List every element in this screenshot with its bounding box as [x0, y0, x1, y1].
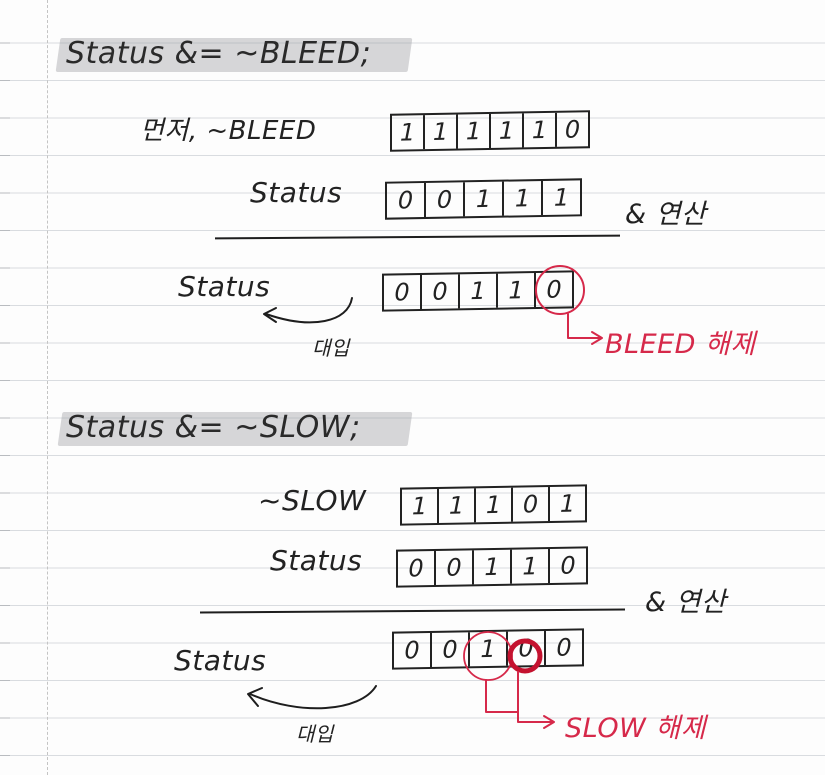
bit-cell: 0 — [546, 275, 562, 304]
bit-cell: 1 — [465, 181, 504, 217]
assign-label-2: 대입 — [296, 722, 334, 746]
bit-cell: 1 — [402, 488, 439, 524]
assign-arrow-2 — [249, 685, 377, 710]
bit-cell: 1 — [439, 488, 476, 523]
bit-cell: 1 — [524, 112, 557, 148]
red-arrow-slow-a — [485, 679, 519, 713]
assign-arrowhead-2 — [247, 687, 263, 707]
bit-cell: 1 — [458, 113, 491, 149]
red-arrowhead-bleed — [591, 331, 603, 345]
status-label-1: Status — [250, 176, 343, 209]
assign-arrowhead-1 — [263, 307, 277, 323]
bit-cell: 0 — [556, 633, 572, 662]
and-op-label-2: & 연산 — [645, 587, 727, 618]
bit-cell: 1 — [559, 489, 576, 518]
code-statement-bleed: Status &= ~BLEED; — [66, 36, 372, 71]
bit-cell: 1 — [470, 631, 508, 667]
assign-arrow-1 — [265, 297, 353, 324]
bit-cell: 0 — [394, 632, 432, 668]
bit-cell: 1 — [553, 183, 570, 212]
bit-cell: 0 — [426, 182, 465, 218]
bit-cell: 0 — [513, 487, 550, 522]
result-label-2: Status — [174, 644, 267, 677]
bit-cell: 0 — [508, 630, 546, 666]
status-label-2: Status — [270, 544, 363, 577]
bit-cell: 1 — [474, 549, 512, 585]
assign-label-1: 대입 — [312, 336, 350, 360]
bit-cell: 0 — [398, 550, 436, 586]
bit-cell: 1 — [504, 180, 543, 216]
margin-ticks — [0, 0, 10, 775]
and-op-label-1: & 연산 — [625, 199, 707, 230]
bit-cell: 0 — [564, 115, 581, 144]
sum-rule-2 — [199, 608, 626, 614]
bit-cell: 0 — [436, 550, 474, 585]
bit-cell: 0 — [384, 274, 422, 310]
red-arrowhead-slow — [543, 715, 555, 729]
margin-line — [47, 0, 48, 775]
bit-cell: 1 — [476, 487, 513, 523]
bit-cell: 1 — [491, 113, 524, 148]
bit-cell: 0 — [432, 632, 470, 667]
bit-row-mask-slow: 1 1 1 0 1 — [400, 484, 587, 526]
mask-label-bleed: 먼저, ~BLEED — [140, 116, 317, 146]
bit-row-status-2: 0 0 1 1 0 — [396, 546, 588, 588]
bit-row-status-1: 0 0 1 1 1 — [385, 178, 582, 220]
bit-cell: 1 — [460, 273, 498, 309]
bit-cell: 1 — [512, 548, 550, 584]
bleed-cleared-note: BLEED 해제 — [605, 329, 756, 360]
result-label-1: Status — [178, 270, 271, 303]
bit-cell: 1 — [425, 114, 458, 150]
slow-cleared-note: SLOW 해제 — [565, 713, 707, 744]
mask-label-slow: ~SLOW — [258, 484, 367, 517]
bit-row-result-2: 0 0 1 0 0 — [392, 628, 584, 670]
bit-cell: 1 — [392, 115, 425, 150]
bit-cell: 0 — [387, 183, 426, 218]
bit-cell: 1 — [498, 272, 536, 308]
red-arrow-slow-b — [517, 671, 553, 723]
bit-row-result-1: 0 0 1 1 0 — [382, 270, 574, 312]
bit-cell: 0 — [560, 551, 576, 580]
red-arrow-bleed — [567, 313, 601, 339]
code-statement-slow: Status &= ~SLOW; — [66, 410, 361, 445]
bit-row-mask-bleed: 1 1 1 1 1 0 — [390, 110, 590, 152]
bit-cell: 0 — [422, 274, 460, 309]
sum-rule-1 — [214, 234, 621, 240]
